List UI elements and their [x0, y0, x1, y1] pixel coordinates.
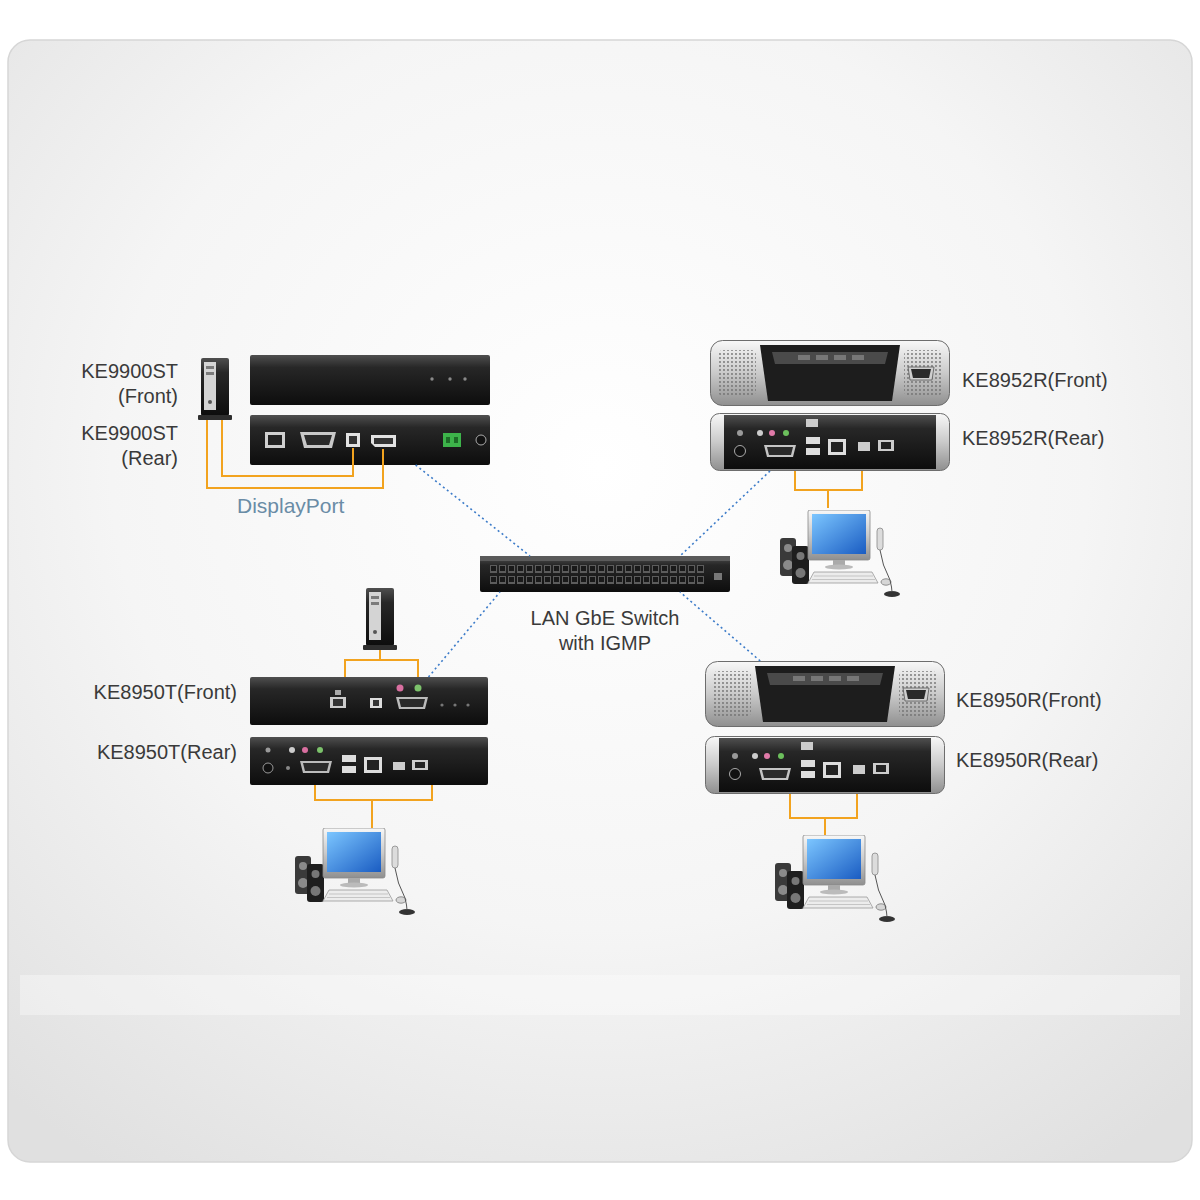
- label-holder: KE8950R(Front): [956, 688, 1102, 713]
- label-holder: KE8950T(Rear): [97, 740, 237, 765]
- ke8950r-front: [706, 662, 945, 727]
- device-unit: KE8952R(Rear): [710, 413, 950, 471]
- device-unit: KE8950R(Front): [705, 661, 945, 727]
- computer-tower: [198, 358, 232, 420]
- device-label: KE9900ST (Front): [66, 359, 178, 409]
- cable: [795, 471, 862, 508]
- network-link: [680, 592, 760, 661]
- cable: [315, 785, 432, 828]
- network-link: [416, 465, 530, 556]
- label-holder: KE8950R(Rear): [956, 748, 1098, 773]
- network-link: [680, 471, 770, 556]
- device-unit: KE8950T(Rear): [250, 737, 488, 785]
- console: [295, 828, 415, 915]
- ke8950t-front: [250, 677, 488, 725]
- floor-reflection: [20, 975, 1180, 1015]
- device-label: KE9900ST (Rear): [66, 421, 178, 471]
- device-unit: KE9900ST (Front): [250, 355, 490, 405]
- label-holder: LAN GbE Switch with IGMP: [517, 606, 693, 656]
- label-holder: KE9900ST (Rear): [66, 421, 178, 471]
- device-unit: KE8952R(Front): [710, 340, 950, 406]
- device-label: LAN GbE Switch with IGMP: [517, 606, 693, 656]
- signal-label-holder: DisplayPort: [237, 493, 344, 518]
- device-label: KE8950T(Rear): [97, 740, 237, 765]
- ke8952r-front: [711, 341, 950, 406]
- ke8950r-rear: [706, 737, 945, 794]
- cable: [345, 650, 418, 677]
- device-label: KE8952R(Rear): [962, 426, 1104, 451]
- device-label: KE8950T(Front): [94, 680, 237, 705]
- label-holder: KE8952R(Rear): [962, 426, 1104, 451]
- device-label: KE8950R(Front): [956, 688, 1102, 713]
- device-label: KE8952R(Front): [962, 368, 1108, 393]
- label-holder: KE8950T(Front): [94, 680, 237, 705]
- computer-tower: [363, 588, 397, 650]
- ke9900st-front: [250, 355, 490, 405]
- label-holder: KE8952R(Front): [962, 368, 1108, 393]
- network-switch: [480, 556, 730, 592]
- console: [780, 510, 900, 597]
- device-unit: KE9900ST (Rear): [250, 415, 490, 465]
- switch-unit: LAN GbE Switch with IGMP: [480, 556, 730, 592]
- device-unit: KE8950R(Rear): [705, 736, 945, 794]
- background-panel: [8, 40, 1192, 1162]
- label-holder: KE9900ST (Front): [66, 359, 178, 409]
- ke8952r-rear: [711, 414, 950, 471]
- signal-label: DisplayPort: [237, 493, 344, 518]
- device-unit: KE8950T(Front): [250, 677, 488, 725]
- network-link: [429, 592, 501, 677]
- cable: [207, 420, 383, 488]
- console: [775, 835, 895, 922]
- cable: [790, 794, 857, 835]
- device-label: KE8950R(Rear): [956, 748, 1098, 773]
- ke9900st-rear: [250, 415, 490, 465]
- ke8950t-rear: [250, 737, 488, 785]
